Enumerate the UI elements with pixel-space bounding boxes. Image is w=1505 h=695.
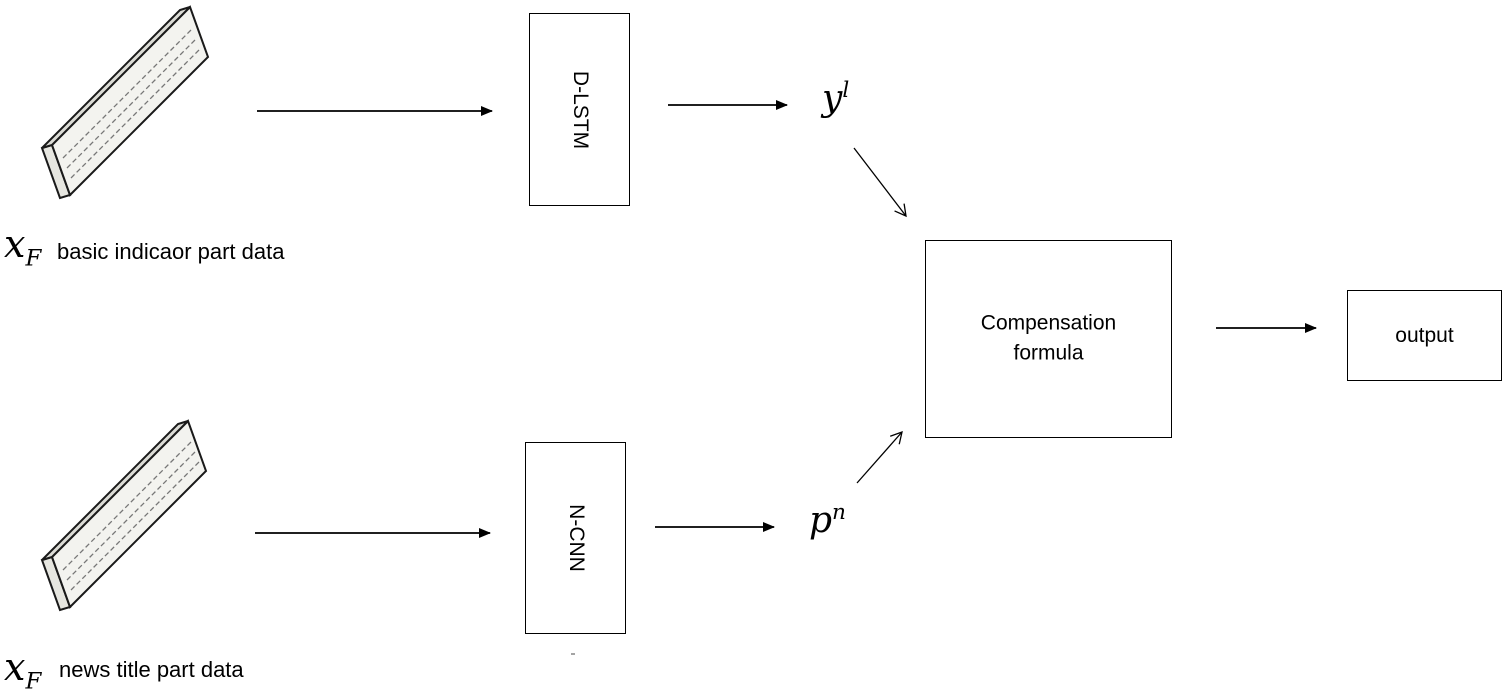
d-lstm-label: D-LSTM (568, 70, 592, 149)
compensation-line-2: formula (1013, 342, 1084, 365)
compensation-formula-label: Compensation formula (926, 309, 1171, 370)
p-n-sup: n (832, 500, 846, 525)
p-n-symbol: pn (809, 500, 846, 541)
n-cnn-box: N-CNN (525, 442, 626, 634)
arrow-y-to-compensation (853, 147, 907, 218)
x-f-symbol-bottom: xF (4, 645, 42, 695)
y-l-symbol: yl (822, 78, 849, 119)
n-cnn-label: N-CNN (564, 504, 588, 572)
d-lstm-box: D-LSTM (529, 13, 630, 206)
arrow-p-to-compensation (856, 430, 903, 484)
input-slab-top (40, 5, 210, 200)
output-label: output (1395, 323, 1454, 347)
y-l-base: y (822, 78, 843, 119)
compensation-formula-box: Compensation formula (925, 240, 1172, 438)
input-slab-bottom (40, 419, 208, 612)
x-f-symbol-top: xF (4, 222, 42, 272)
bottom-input-caption: news title part data (59, 657, 244, 682)
output-box: output (1347, 290, 1502, 381)
top-input-caption: basic indicaor part data (57, 239, 285, 264)
p-n-base: p (809, 500, 833, 541)
y-l-sup: l (842, 78, 850, 103)
compensation-line-1: Compensation (980, 311, 1117, 335)
